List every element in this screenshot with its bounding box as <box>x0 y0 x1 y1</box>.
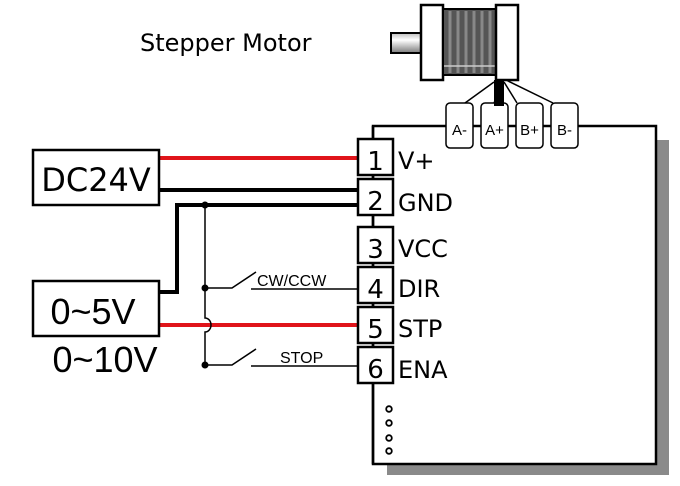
terminal-a-minus <box>445 102 474 149</box>
switch-direction <box>205 271 257 289</box>
pin-name: V+ <box>398 147 435 175</box>
stepper-motor <box>390 3 554 104</box>
power-supply-box <box>31 148 161 207</box>
wires <box>158 156 358 367</box>
signal-source-alt-label: 0~10V <box>52 339 157 380</box>
pin-number: 6 <box>367 355 384 385</box>
motor-rear-flange <box>494 3 520 82</box>
pin-box <box>356 305 395 345</box>
wire-switch-common <box>204 205 212 365</box>
pin-number: 4 <box>367 275 384 305</box>
pin-box <box>356 137 395 177</box>
motor-label: Stepper Motor <box>140 29 312 57</box>
motor-shaft <box>390 32 424 54</box>
terminal-b-plus <box>515 102 544 149</box>
power-supply-label: DC24V <box>41 161 151 199</box>
pin-box <box>356 345 395 385</box>
motor-body <box>442 8 497 76</box>
junction-dot <box>201 361 209 369</box>
more-pins-indicator <box>385 405 393 455</box>
junction-dot <box>201 284 209 292</box>
terminal-b-minus <box>550 102 579 149</box>
pin-box <box>356 225 395 265</box>
terminal-label: A+ <box>485 122 504 139</box>
signal-source-label: 0~5V <box>50 291 135 332</box>
switch-stop-label: STOP <box>280 350 323 367</box>
pin-box <box>356 265 395 305</box>
pin-name: ENA <box>398 356 448 384</box>
terminal-label: A- <box>452 122 467 139</box>
motor-front-flange <box>419 3 445 82</box>
pin-number: 2 <box>367 187 384 217</box>
pin-number: 1 <box>367 147 384 177</box>
pin-number: 3 <box>367 235 384 265</box>
driver-pins: 1 2 3 4 5 6 V+ GND VCC DIR STP ENA <box>356 137 453 385</box>
signal-source-box <box>31 279 161 338</box>
wire-signal-ground <box>160 203 358 294</box>
driver-board <box>371 124 658 466</box>
pin-number: 5 <box>367 315 384 345</box>
pin-name: STP <box>398 315 442 343</box>
terminal-label: B- <box>557 122 572 139</box>
pin-name: VCC <box>398 235 448 263</box>
terminal-label: B+ <box>520 122 539 139</box>
pin-name: DIR <box>398 275 440 303</box>
switch-stop <box>205 348 257 366</box>
pin-name: GND <box>398 189 453 217</box>
junction-dot <box>201 201 209 209</box>
pin-box <box>356 177 395 217</box>
motor-terminals: A- A+ B+ B- <box>445 96 579 149</box>
motor-leads <box>464 79 554 104</box>
switch-direction-label: CW/CCW <box>257 273 327 290</box>
